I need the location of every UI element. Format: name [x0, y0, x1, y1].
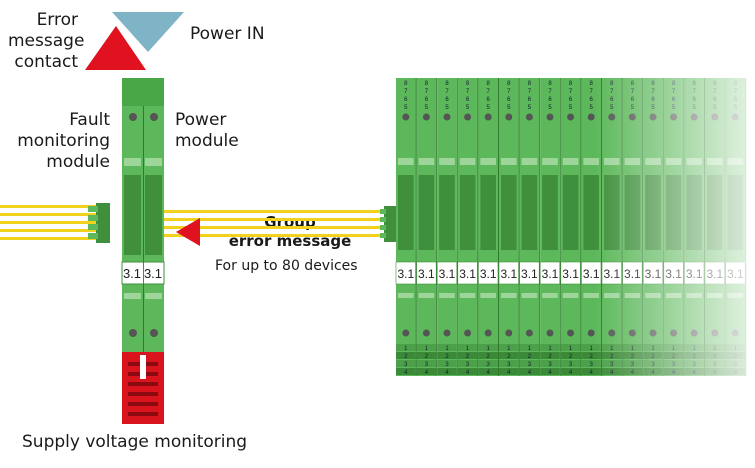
- module-row-fade: [396, 78, 755, 378]
- power-in-label: Power IN: [190, 24, 265, 44]
- supply-voltage-monitoring-label: Supply voltage monitoring: [22, 432, 248, 452]
- left-module-value-a: 3.1: [123, 266, 141, 281]
- power-in-triangle-icon: [112, 12, 184, 52]
- supply-fuse-block: [122, 352, 164, 424]
- right-connector-plug: [380, 206, 396, 242]
- group-error-wires: [160, 210, 385, 237]
- left-module-value-b: 3.1: [144, 266, 162, 281]
- left-connector-plug: [88, 203, 110, 243]
- group-error-arrow-icon: [176, 218, 200, 246]
- error-contact-triangle-icon: [85, 26, 146, 70]
- left-module-pair: [121, 78, 165, 353]
- error-message-contact-label: Error message contact: [8, 10, 85, 72]
- power-module-label: Power module: [175, 110, 239, 151]
- left-wires: [0, 205, 100, 240]
- devices-note-label: For up to 80 devices: [215, 258, 358, 274]
- fault-monitoring-module-label: Fault monitoring module: [17, 110, 110, 172]
